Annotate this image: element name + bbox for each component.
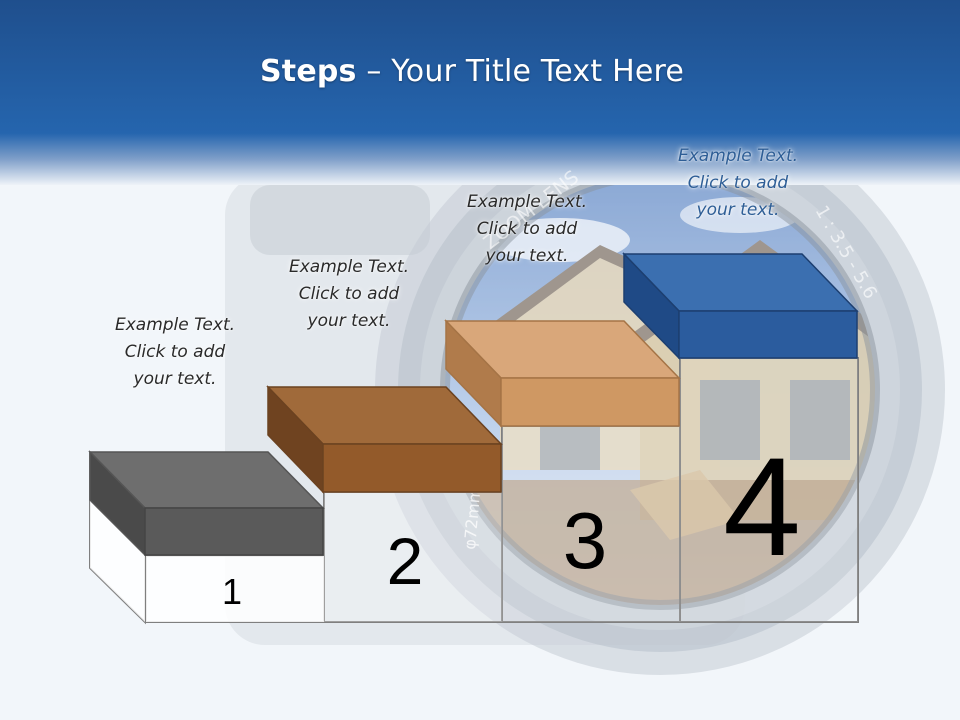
step-caption-2[interactable]: Example Text. Click to add your text.: [264, 254, 434, 335]
step-caption-1-line2: Click to add: [124, 342, 226, 362]
step-number-4: 4: [723, 428, 801, 585]
step-caption-3-line2: Click to add: [476, 219, 578, 239]
step-block-1[interactable]: [88, 450, 325, 557]
step-block-2[interactable]: [266, 385, 503, 494]
step-caption-2-line2: Click to add: [298, 284, 400, 304]
step-caption-2-line1: Example Text.: [288, 257, 410, 277]
step-caption-4-line1: Example Text.: [677, 146, 799, 166]
step-caption-3[interactable]: Example Text. Click to add your text.: [442, 189, 612, 270]
step-caption-2-line3: your text.: [307, 311, 391, 331]
step-caption-1-line1: Example Text.: [114, 315, 236, 335]
step-number-1: 1: [222, 571, 242, 612]
step-block-4[interactable]: [622, 252, 859, 360]
step-block-3[interactable]: [444, 319, 681, 428]
step-number-3: 3: [563, 496, 608, 585]
step-caption-1-line3: your text.: [133, 369, 217, 389]
step-caption-4-line3: your text.: [696, 200, 780, 220]
title-bold-text: Steps: [259, 54, 357, 89]
step-caption-3-line3: your text.: [485, 246, 569, 266]
step-caption-4-line2: Click to add: [687, 173, 789, 193]
step-caption-1[interactable]: Example Text. Click to add your text.: [90, 312, 260, 393]
title-rest-text: – Your Title Text Here: [356, 54, 685, 89]
step-number-2: 2: [387, 524, 424, 598]
slide-title[interactable]: Steps – Your Title Text Here: [0, 54, 944, 89]
step-caption-4[interactable]: Example Text. Click to add your text.: [653, 143, 823, 224]
step-caption-3-line1: Example Text.: [466, 192, 588, 212]
